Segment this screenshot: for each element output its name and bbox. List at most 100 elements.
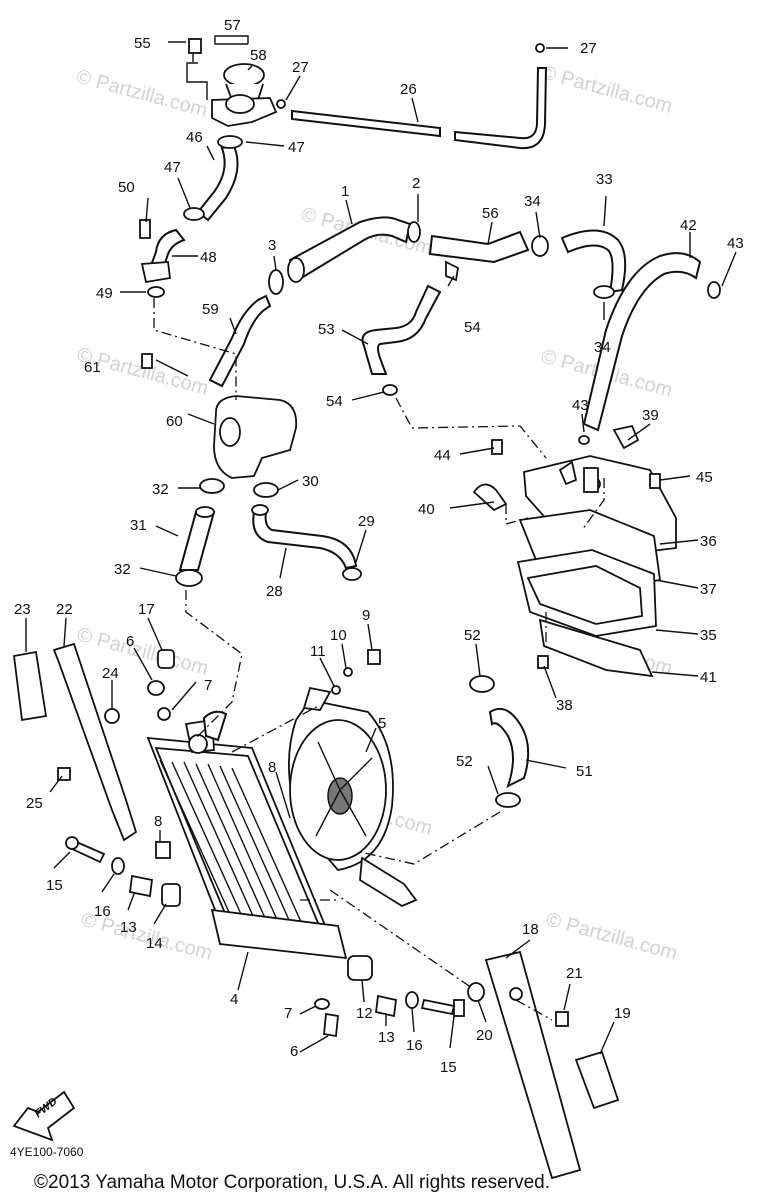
right-radiator-bracket [467,950,620,1180]
bypass-hose [428,229,627,299]
part-number: 8 [268,759,276,776]
breather-hose [361,284,442,396]
part-number: 32 [114,561,131,578]
part-number: 44 [434,447,451,464]
lower-hose-28 [251,504,362,581]
part-number: 15 [440,1059,457,1076]
part-number: 16 [94,903,111,920]
part-number: 58 [250,47,267,64]
left-mounting-hardware [65,836,181,907]
lower-hose-31 [175,506,216,587]
part-number: 11 [310,643,326,660]
watermark: © Partzilla.com [539,62,675,118]
part-number: 45 [696,469,713,486]
part-number: 52 [456,753,473,770]
part-number: 34 [594,339,611,356]
part-number: 34 [524,193,541,210]
part-number: 6 [290,1043,298,1060]
part-number: 55 [134,35,151,52]
part-number: 6 [126,633,134,650]
part-number: 22 [56,601,73,618]
part-number: 54 [326,393,343,410]
part-number: 26 [400,81,417,98]
part-number: 28 [266,583,283,600]
part-number: 27 [292,59,309,76]
part-number: 49 [96,285,113,302]
part-number: 10 [330,627,347,644]
part-number: 36 [700,533,717,550]
part-number: 15 [46,877,63,894]
part-number: 32 [152,481,169,498]
part-number: 41 [700,669,717,686]
part-number: 59 [202,301,219,318]
part-number: 18 [522,921,539,938]
part-number: 43 [572,397,589,414]
watermark: © Partzilla.com [75,624,211,680]
overflow-hose [276,43,548,150]
part-number: 2 [412,175,420,192]
cooling-fan [287,649,418,908]
part-number: 56 [482,205,499,222]
forward-arrow-icon [12,1090,76,1142]
upper-radiator-hose [268,216,421,295]
upper-left-fittings [147,649,228,742]
part-number: 35 [700,627,717,644]
cylinder-head-cover [472,424,677,678]
coolant-return-hose [578,252,721,445]
part-number: 30 [302,473,319,490]
part-number: 47 [288,139,305,156]
left-radiator-bracket [13,642,171,859]
watermark: © Partzilla.com [544,909,680,965]
part-number: 3 [268,237,276,254]
part-number: 24 [102,665,119,682]
radiator [146,718,348,960]
part-number: 53 [318,321,335,338]
part-number: 29 [358,513,375,530]
part-number: 17 [138,601,155,618]
part-number: 8 [154,813,162,830]
part-number: 52 [464,627,481,644]
part-number: 23 [14,601,31,618]
part-number: 4 [230,991,238,1008]
part-number: 9 [362,607,370,624]
part-number: 42 [680,217,697,234]
part-number: 21 [566,965,583,982]
part-number: 13 [378,1029,395,1046]
parts-layer [12,38,721,1180]
part-number: 48 [200,249,217,266]
part-number: 38 [556,697,573,714]
part-number: 13 [120,919,137,936]
part-number: 7 [204,677,212,694]
part-number: 51 [576,763,593,780]
part-number: 46 [186,129,203,146]
filler-hose-assembly [139,135,243,298]
part-number: 54 [464,319,481,336]
part-number: 20 [476,1027,493,1044]
part-number: 33 [596,171,613,188]
part-number: 61 [84,359,101,376]
connection-lines [153,298,605,1021]
part-number: 50 [118,179,135,196]
leader-lines [25,35,737,1055]
part-number: 5 [378,715,386,732]
part-number: 7 [284,1005,292,1022]
part-number: 27 [580,40,597,57]
watermark: © Partzilla.com [74,66,210,122]
thermostat-housing [141,294,298,498]
part-number: 19 [614,1005,631,1022]
copyright-notice: ©2013 Yamaha Motor Corporation, U.S.A. A… [34,1172,550,1193]
part-number: 43 [727,235,744,252]
part-number: 31 [130,517,147,534]
part-number: 40 [418,501,435,518]
diagram-code: 4YE100-7060 [10,1145,84,1159]
part-number: 14 [146,935,163,952]
part-number: 16 [406,1037,423,1054]
part-number-labels: 55 57 58 27 27 26 46 47 47 50 48 49 1 2 … [14,17,744,1076]
lower-hose-51 [469,675,530,808]
part-number: 12 [356,1005,373,1022]
part-number: 60 [166,413,183,430]
part-number: 37 [700,581,717,598]
part-number: 57 [224,17,241,34]
part-number: 47 [164,159,181,176]
